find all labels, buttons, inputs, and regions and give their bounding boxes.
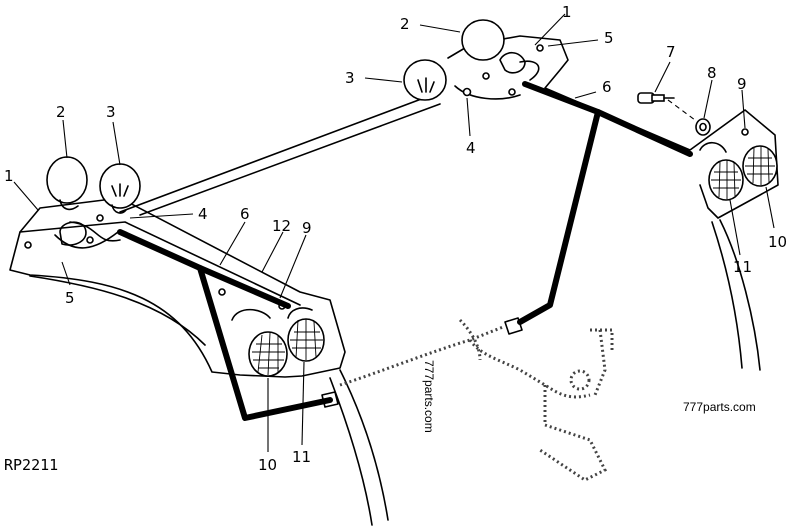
- callout-leaders: [13, 13, 775, 452]
- callout-left-4: 4: [198, 205, 208, 223]
- right-light-10-grille: [745, 146, 775, 185]
- right-light-11-grille: [711, 160, 741, 199]
- callout-left-2: 2: [56, 103, 66, 121]
- callout-right-10: 10: [768, 233, 787, 251]
- left-light-10-grille: [252, 332, 285, 376]
- canopy-crossbar: [119, 91, 441, 526]
- right-gauge-3: [403, 59, 447, 101]
- figure-code: RP2211: [4, 456, 58, 474]
- callout-left-10: 10: [258, 456, 277, 474]
- callout-right-4: 4: [466, 139, 476, 157]
- harness-6-left: [117, 229, 333, 421]
- grommet-8: [695, 118, 711, 136]
- callout-left-3: 3: [106, 103, 116, 121]
- harness-plug-right: [504, 317, 523, 335]
- right-fender-panel: [447, 35, 779, 371]
- callout-right-7: 7: [666, 43, 676, 61]
- left-work-light-11: [287, 318, 325, 362]
- watermark-777parts: 777parts.com: [683, 400, 756, 414]
- callout-left-5: 5: [65, 289, 75, 307]
- harness-6-right: [517, 81, 693, 325]
- bulb-7: [637, 92, 675, 104]
- callout-right-3: 3: [345, 69, 355, 87]
- callout-right-6: 6: [602, 78, 612, 96]
- callout-left-9: 9: [302, 219, 312, 237]
- left-gauge-2: [46, 156, 88, 211]
- callout-right-2: 2: [400, 15, 410, 33]
- watermark-777parts-vertical: 777parts.com: [422, 360, 436, 433]
- callout-right-11: 11: [733, 258, 752, 276]
- callout-left-11: 11: [292, 448, 311, 466]
- callout-left-6: 6: [240, 205, 250, 223]
- callout-left-12: 12: [272, 217, 291, 235]
- callout-right-5: 5: [604, 29, 614, 47]
- callout-left-1: 1: [4, 167, 14, 185]
- right-connector-4: [462, 87, 472, 97]
- left-light-bracket: [231, 307, 313, 321]
- callout-right-1: 1: [562, 3, 572, 21]
- callout-right-9: 9: [737, 75, 747, 93]
- dotted-harness-routing: [339, 318, 614, 482]
- right-gauge-2: [461, 19, 505, 61]
- left-fender-panel: [9, 197, 346, 378]
- left-light-11-grille: [290, 319, 323, 360]
- callout-right-8: 8: [707, 64, 717, 82]
- harness-plug-left: [321, 391, 339, 408]
- left-work-light-10: [248, 331, 288, 377]
- right-work-light-11: [708, 159, 744, 201]
- right-work-light-10: [742, 145, 778, 187]
